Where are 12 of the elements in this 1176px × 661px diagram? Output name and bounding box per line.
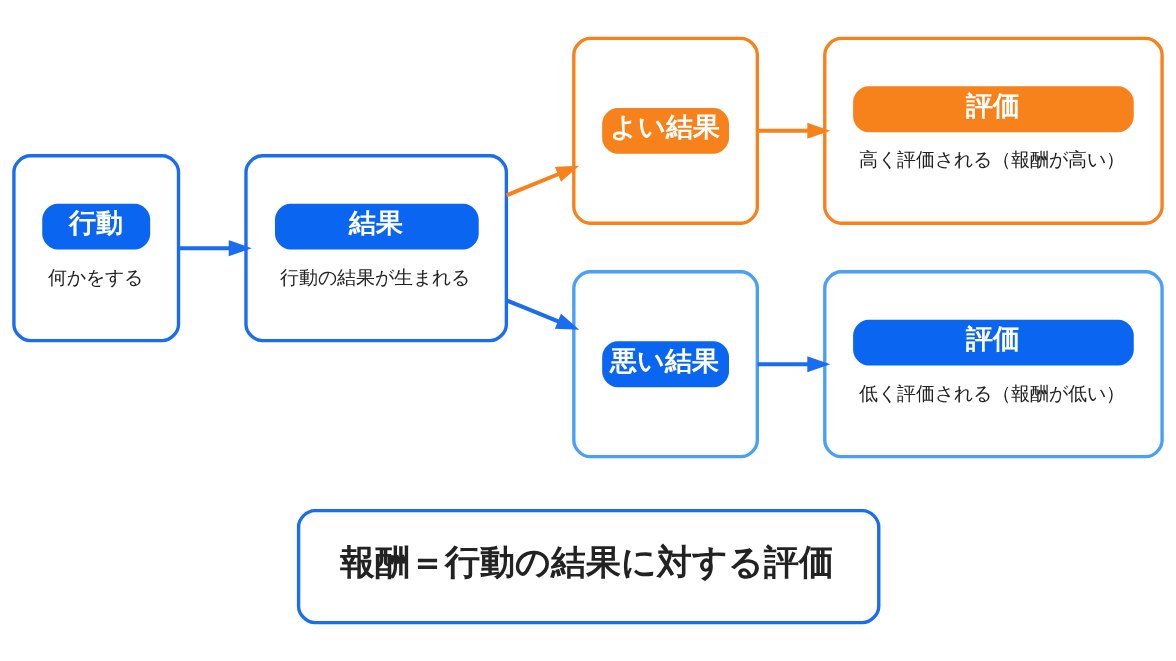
node-box: 悪い結果 <box>572 270 759 459</box>
arrow <box>757 356 831 373</box>
arrow <box>505 165 580 198</box>
arrow <box>505 298 580 330</box>
arrow <box>178 240 252 257</box>
node-box: よい結果 <box>572 36 759 225</box>
node-box: 行動 何かをする <box>12 154 181 343</box>
node-box: 結果 行動の結果が生まれる <box>244 154 509 343</box>
arrow <box>757 122 831 139</box>
node-box: 報酬＝行動の結果に対する評価 <box>296 508 881 625</box>
node-box: 評価 低く評価される（報酬が低い） <box>823 270 1164 459</box>
node-box: 評価 高く評価される（報酬が高い） <box>823 36 1164 225</box>
